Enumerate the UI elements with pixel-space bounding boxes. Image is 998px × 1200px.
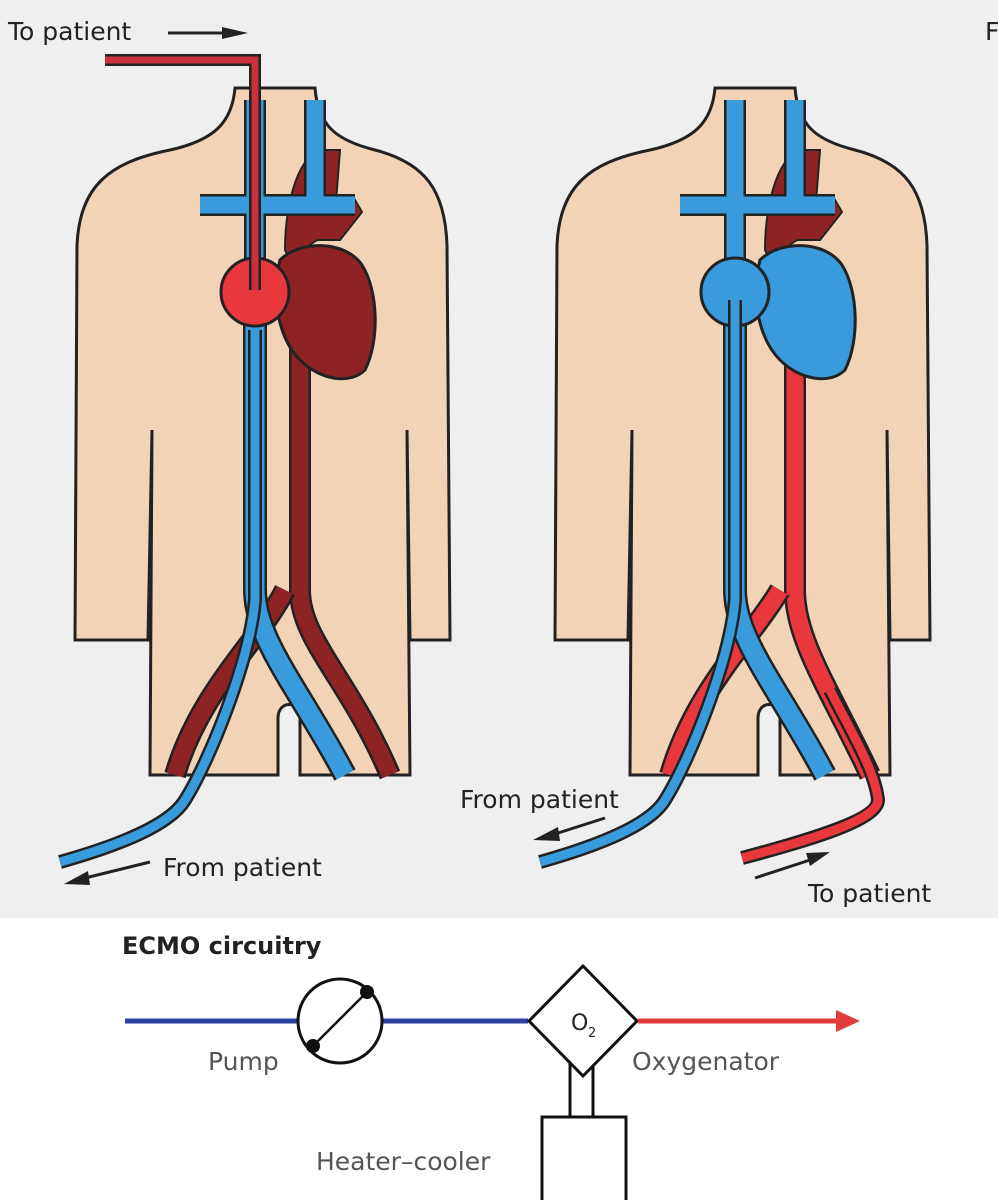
pump-label: Pump bbox=[208, 1047, 279, 1076]
left-to-patient-label: To patient bbox=[7, 17, 131, 46]
heater-cooler-box bbox=[540, 1115, 628, 1200]
left-from-patient-label: From patient bbox=[163, 853, 322, 882]
pump-icon bbox=[296, 977, 384, 1065]
right-return-cannula-fill bbox=[740, 687, 883, 863]
oxygenator-icon: O 2 bbox=[526, 963, 640, 1079]
left-aorta-fill bbox=[291, 300, 398, 779]
left-return-cannula-fill bbox=[105, 56, 259, 290]
oxygenator-symbol: O bbox=[571, 1011, 588, 1036]
circuit-title: ECMO circuitry bbox=[122, 932, 322, 960]
right-torso-figure bbox=[538, 86, 932, 869]
left-to-patient-arrow-icon bbox=[168, 27, 248, 39]
right-to-patient-arrow-icon bbox=[754, 852, 830, 880]
left-heart bbox=[274, 244, 377, 381]
left-iliac-artery-fill bbox=[166, 586, 293, 778]
oxygenator-label: Oxygenator bbox=[632, 1047, 780, 1076]
left-drainage-cannula-fill bbox=[58, 330, 260, 867]
heater-pipes bbox=[568, 1060, 595, 1118]
left-from-patient-arrow-icon bbox=[64, 860, 151, 885]
arterial-arrow-icon bbox=[836, 1010, 860, 1032]
right-from-patient-arrow-icon bbox=[533, 816, 606, 841]
cut-off-label: F bbox=[985, 17, 998, 46]
oxygenator-subscript: 2 bbox=[588, 1026, 596, 1041]
left-torso-figure bbox=[58, 54, 452, 869]
right-heart bbox=[754, 244, 857, 381]
right-to-patient-label: To patient bbox=[807, 879, 931, 908]
heater-cooler-label: Heater–cooler bbox=[316, 1147, 491, 1176]
right-from-patient-label: From patient bbox=[460, 785, 619, 814]
right-drainage-cannula-fill bbox=[538, 300, 740, 867]
